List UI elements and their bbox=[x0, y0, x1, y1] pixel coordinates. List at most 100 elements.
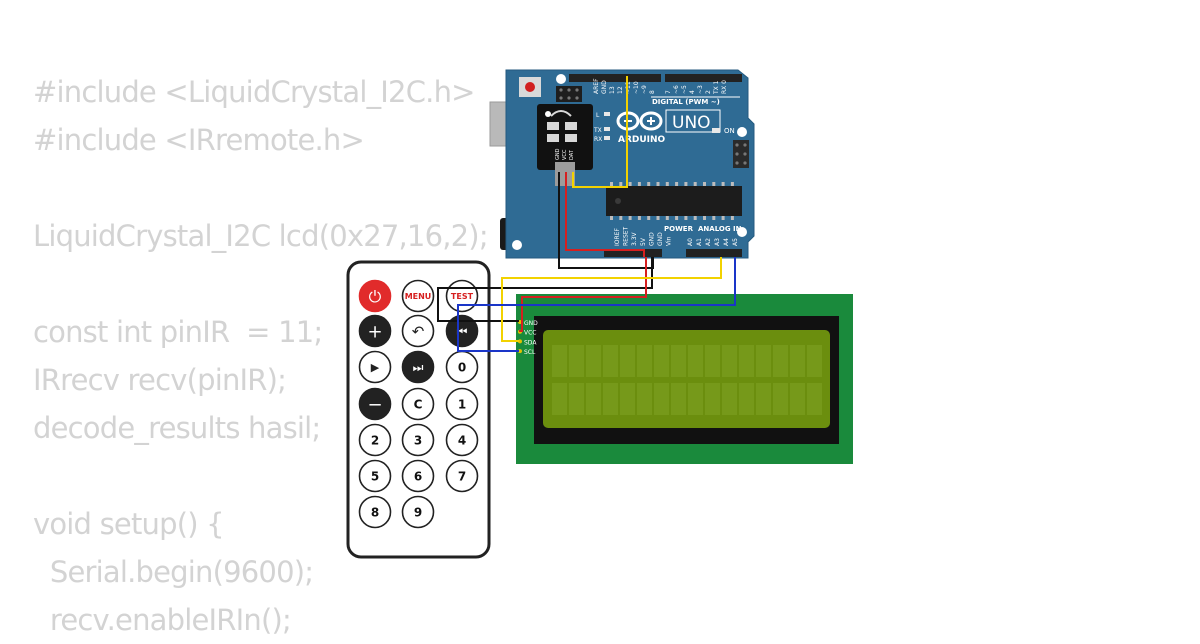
rx-led-label: RX bbox=[594, 136, 602, 143]
code-line: void setup() { bbox=[33, 507, 225, 541]
digital-pin-label: AREF bbox=[593, 78, 600, 94]
lcd-character-cell bbox=[807, 383, 822, 415]
remote-button-label: 3 bbox=[414, 433, 422, 447]
code-line: const int pinIR = 11; bbox=[33, 315, 323, 349]
lcd-character-cell bbox=[756, 383, 771, 415]
remote-button-play[interactable]: ▶ bbox=[358, 350, 392, 384]
digital-pin-label: ~10 bbox=[633, 81, 640, 94]
power-pin-label: 5V bbox=[640, 237, 647, 246]
led-l bbox=[604, 112, 610, 116]
digital-pin-label: TX 1 bbox=[713, 80, 720, 95]
digital-header-right bbox=[665, 74, 742, 82]
remote-button-label: 9 bbox=[414, 505, 422, 519]
remote-button-5[interactable]: 5 bbox=[358, 459, 392, 493]
ir-pin-label: DAT bbox=[569, 149, 575, 160]
led-tx bbox=[604, 127, 610, 131]
lcd-pin-label: GND bbox=[524, 320, 538, 327]
lcd-character-cell bbox=[773, 345, 788, 377]
lcd-character-grid bbox=[552, 345, 822, 415]
code-line: IRrecv recv(pinIR); bbox=[33, 363, 287, 397]
lcd-character-cell bbox=[603, 383, 618, 415]
lcd-pin-label: SCL bbox=[524, 349, 536, 356]
ir-remote-control[interactable]: ⏻ MENU TEST + ↶ ⏮ ▶ ⏭ 0 −C 1 2 3 4 5 6 7 8 9 bbox=[346, 260, 491, 559]
wire-lcd-scl bbox=[457, 257, 736, 352]
remote-button-0[interactable]: 0 bbox=[445, 350, 479, 384]
digital-pin-label: GND bbox=[601, 80, 608, 94]
remote-button-label: 4 bbox=[458, 433, 466, 447]
remote-button-plus[interactable]: + bbox=[358, 314, 392, 348]
remote-button-6[interactable]: 6 bbox=[401, 459, 435, 493]
lcd-character-cell bbox=[705, 345, 720, 377]
ir-receiver-part bbox=[547, 134, 559, 142]
remote-button-label: 6 bbox=[414, 469, 422, 483]
ir-pin-label: VCC bbox=[562, 149, 568, 160]
analog-pin-label: A5 bbox=[732, 238, 739, 246]
remote-button-label: 7 bbox=[458, 469, 466, 483]
digital-pin-label: 13 bbox=[609, 86, 616, 94]
arduino-label: ARDUINO bbox=[618, 135, 666, 145]
digital-pin-label: ~9 bbox=[641, 85, 648, 94]
digital-pin-label: ~3 bbox=[697, 85, 704, 94]
tx-led-label: TX bbox=[593, 127, 602, 134]
lcd-character-cell bbox=[722, 345, 737, 377]
ir-receiver-part bbox=[565, 122, 577, 130]
uno-label: UNO bbox=[672, 113, 711, 133]
analog-header bbox=[686, 249, 742, 257]
power-pin-label: GND bbox=[657, 232, 664, 246]
ir-receiver-part bbox=[547, 122, 559, 130]
icsp-header-right bbox=[733, 140, 749, 168]
lcd-character-cell bbox=[705, 383, 720, 415]
led-rx bbox=[604, 136, 610, 140]
ir-receiver-part bbox=[565, 134, 577, 142]
analog-pin-label: A1 bbox=[696, 238, 703, 246]
led-on bbox=[712, 128, 720, 133]
remote-button-prev[interactable]: ⏮ bbox=[445, 314, 479, 348]
analog-in-label: ANALOG IN bbox=[698, 225, 742, 233]
remote-button-label: 5 bbox=[371, 469, 379, 483]
remote-button-minus[interactable]: − bbox=[358, 387, 392, 421]
remote-button-label: MENU bbox=[405, 292, 432, 301]
remote-button-7[interactable]: 7 bbox=[445, 459, 479, 493]
remote-button-3[interactable]: 3 bbox=[401, 423, 435, 457]
lcd-character-cell bbox=[654, 383, 669, 415]
lcd-character-cell bbox=[773, 383, 788, 415]
analog-pin-label: A4 bbox=[723, 238, 730, 246]
mounting-hole bbox=[737, 127, 747, 137]
digital-pin-label: RX 0 bbox=[721, 80, 728, 94]
lcd-character-cell bbox=[671, 345, 686, 377]
remote-button-label: − bbox=[367, 394, 382, 415]
power-label: POWER bbox=[664, 225, 694, 233]
remote-button-next[interactable]: ⏭ bbox=[401, 350, 435, 384]
remote-button-label: ↶ bbox=[412, 322, 425, 340]
remote-button-test[interactable]: TEST bbox=[445, 279, 479, 313]
remote-button-label: 0 bbox=[458, 360, 466, 374]
lcd-character-cell bbox=[586, 383, 601, 415]
remote-button-8[interactable]: 8 bbox=[358, 495, 392, 529]
lcd-character-cell bbox=[756, 345, 771, 377]
remote-button-c[interactable]: C bbox=[401, 387, 435, 421]
remote-button-label: 1 bbox=[458, 397, 466, 411]
remote-button-9[interactable]: 9 bbox=[401, 495, 435, 529]
code-line: decode_results hasil; bbox=[33, 411, 321, 445]
code-line: #include <IRremote.h> bbox=[33, 123, 365, 157]
remote-button-label: ⏮ bbox=[457, 324, 468, 338]
remote-button-back[interactable]: ↶ bbox=[401, 314, 435, 348]
remote-button-menu[interactable]: MENU bbox=[401, 279, 435, 313]
icsp-header-top bbox=[556, 86, 582, 102]
remote-button-2[interactable]: 2 bbox=[358, 423, 392, 457]
remote-button-power[interactable]: ⏻ bbox=[358, 279, 392, 313]
ir-pin-label: GND bbox=[555, 148, 561, 160]
remote-button-label: ▶ bbox=[371, 361, 380, 374]
remote-button-1[interactable]: 1 bbox=[445, 387, 479, 421]
wire-ir-signal bbox=[572, 76, 628, 188]
remote-button-label: ⏻ bbox=[369, 287, 382, 306]
remote-button-label: 2 bbox=[371, 433, 379, 447]
remote-button-4[interactable]: 4 bbox=[445, 423, 479, 457]
lcd-character-cell bbox=[790, 383, 805, 415]
